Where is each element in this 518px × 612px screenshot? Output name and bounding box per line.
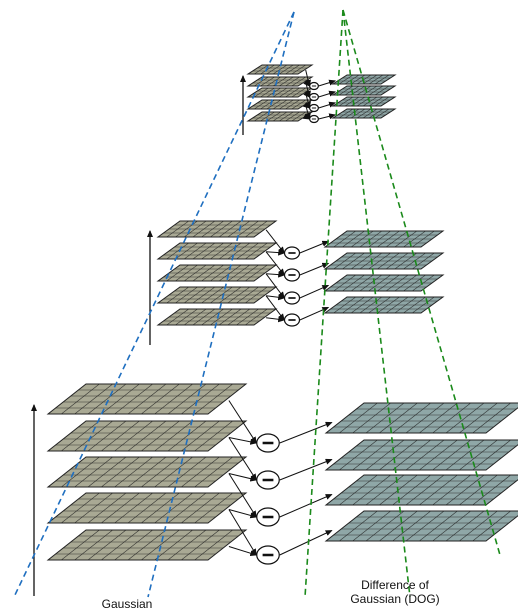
gaussian-stack <box>46 383 248 561</box>
subtraction-arrows <box>228 400 333 565</box>
gaussian-layer <box>246 87 314 98</box>
minus-operator <box>309 103 319 113</box>
dog-layer <box>323 230 445 248</box>
minus-operator <box>256 470 280 490</box>
dog-layer <box>324 510 518 542</box>
dog-layer <box>331 108 397 119</box>
octave-1 <box>31 383 518 596</box>
dog-layer <box>323 252 445 270</box>
gaussian-layer <box>46 529 248 561</box>
minus-operator <box>309 81 319 91</box>
dog-layer <box>323 296 445 314</box>
minus-operator <box>256 507 280 527</box>
minus-operator <box>283 291 301 305</box>
dog-layer <box>331 96 397 107</box>
minus-operator <box>283 246 301 260</box>
octave-3 <box>240 64 397 135</box>
gaussian-layer <box>156 220 278 238</box>
gaussian-layer <box>46 492 248 524</box>
gaussian-layer <box>156 308 278 326</box>
gaussian-label: Gaussian <box>101 597 153 611</box>
gaussian-layer <box>246 64 314 75</box>
gaussian-layer <box>156 286 278 304</box>
dog-cone-lines <box>304 9 501 598</box>
dog-layer <box>331 74 397 85</box>
dog-layer <box>331 85 397 96</box>
gaussian-layer <box>156 242 278 260</box>
dog-label-line1: Difference of <box>361 578 429 592</box>
dog-layer <box>324 402 518 434</box>
minus-operator <box>309 92 319 102</box>
gaussian-stack <box>246 64 314 122</box>
gaussian-cone-lines <box>13 11 295 598</box>
gaussian-layer <box>246 76 314 87</box>
dog-stack <box>324 402 518 542</box>
minus-operator <box>309 114 319 124</box>
gaussian-layer <box>46 383 248 415</box>
subtraction-arrows <box>265 229 330 327</box>
octave-2 <box>147 220 445 345</box>
dog-label: Difference of Gaussian (DOG) <box>320 578 470 606</box>
subtraction-arrows <box>302 69 337 124</box>
gaussian-layer <box>46 420 248 452</box>
dog-layer <box>324 474 518 506</box>
dog-label-line2: Gaussian (DOG) <box>350 592 440 606</box>
gaussian-layer <box>246 111 314 122</box>
dog-layer <box>323 274 445 292</box>
minus-operator <box>256 433 280 453</box>
gaussian-layer <box>246 99 314 110</box>
minus-operator <box>256 545 280 565</box>
minus-operator <box>283 268 301 282</box>
gaussian-stack <box>156 220 278 326</box>
minus-operator <box>283 313 301 327</box>
dog-layer <box>324 439 518 471</box>
dog-stack <box>323 230 445 314</box>
gaussian-layer <box>156 264 278 282</box>
gaussian-layer <box>46 456 248 488</box>
